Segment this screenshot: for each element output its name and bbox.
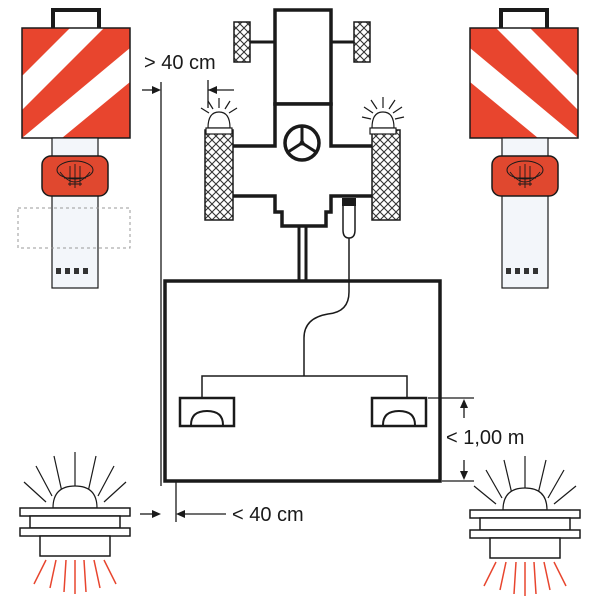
steering-wheel-icon — [283, 124, 321, 162]
label-max-side-distance: > 40 cm — [144, 52, 216, 74]
bottom-left-beacon-icon — [19, 452, 131, 594]
right-warning-board-icon — [469, 8, 579, 139]
trailer-icon — [163, 238, 442, 483]
trailer-left-lamp-icon — [178, 396, 236, 428]
label-min-side-distance: < 40 cm — [232, 504, 304, 526]
label-max-rear-height: < 1,00 m — [446, 427, 525, 449]
dimension-lines — [140, 80, 474, 522]
tractor-left-beacon-icon — [200, 98, 238, 135]
bottom-right-beacon-icon — [469, 456, 581, 596]
left-warning-board-icon — [21, 8, 131, 139]
tractor-right-beacon-icon — [361, 97, 405, 135]
tractor-icon — [204, 8, 401, 282]
right-rear-lamp-icon — [491, 155, 559, 197]
trailer-right-lamp-icon — [370, 396, 428, 428]
left-rear-lamp-icon — [41, 155, 109, 197]
